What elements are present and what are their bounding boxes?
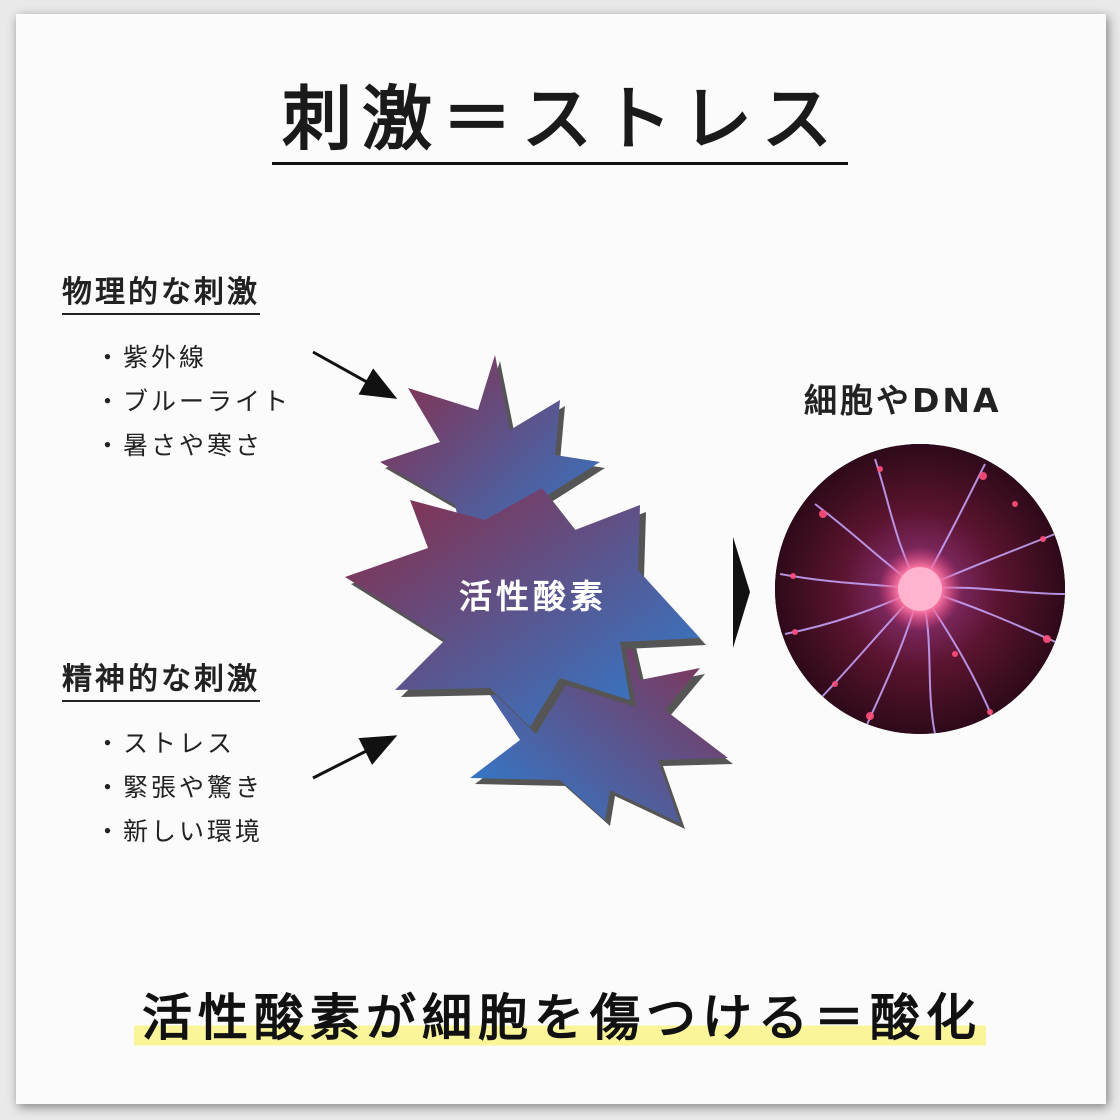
physical-stimulus-list: 紫外線 ブルーライト 暑さや寒さ	[95, 336, 291, 468]
page-title: 刺激＝ストレス	[0, 78, 1120, 165]
arrow-physical	[312, 350, 398, 399]
cell-label: 細胞やDNA	[804, 381, 1002, 420]
burst-bottom	[470, 615, 733, 829]
list-item: 新しい環境	[95, 810, 263, 854]
triangle-pointer	[733, 537, 750, 648]
mental-stimulus-heading: 精神的な刺激	[62, 662, 260, 702]
list-item: ブルーライト	[95, 380, 291, 424]
list-item: 紫外線	[95, 336, 291, 380]
physical-stimulus-heading: 物理的な刺激	[62, 275, 260, 315]
list-item: ストレス	[95, 722, 263, 766]
center-label: 活性酸素	[459, 577, 607, 616]
mental-stimulus-list: ストレス 緊張や驚き 新しい環境	[95, 722, 263, 854]
burst-center	[345, 488, 706, 734]
conclusion-text: 活性酸素が細胞を傷つける＝酸化	[0, 978, 1120, 1050]
arrow-mental	[312, 735, 398, 780]
list-item: 暑さや寒さ	[95, 424, 291, 468]
cell-image	[775, 444, 1065, 734]
list-item: 緊張や驚き	[95, 766, 263, 810]
